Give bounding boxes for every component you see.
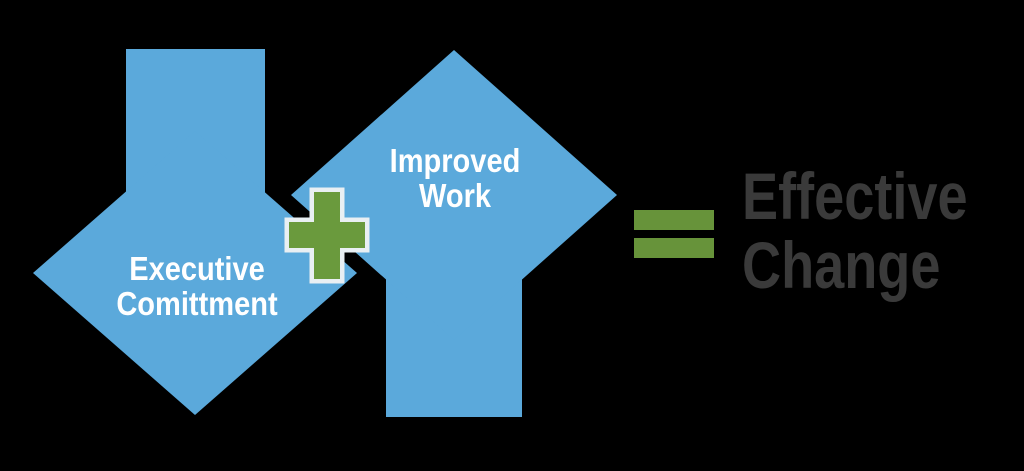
equals-icon [634, 210, 714, 258]
right-arrow-label: Improved Work [314, 143, 596, 213]
right-arrow-label-line2: Work [418, 177, 492, 214]
plus-icon [284, 187, 370, 284]
equals-bar-top [634, 210, 714, 230]
result-text-line1: Effective [742, 159, 968, 233]
right-arrow-label-line1: Improved [389, 142, 521, 179]
left-arrow-label: Executive Comittment [56, 251, 338, 321]
equals-bar-bottom [634, 238, 714, 258]
result-text-line2: Change [742, 228, 941, 302]
left-arrow-label-line1: Executive [129, 250, 265, 287]
plus-shape [284, 187, 370, 284]
left-arrow-label-line2: Comittment [116, 285, 278, 322]
result-text: Effective Change [742, 162, 968, 300]
